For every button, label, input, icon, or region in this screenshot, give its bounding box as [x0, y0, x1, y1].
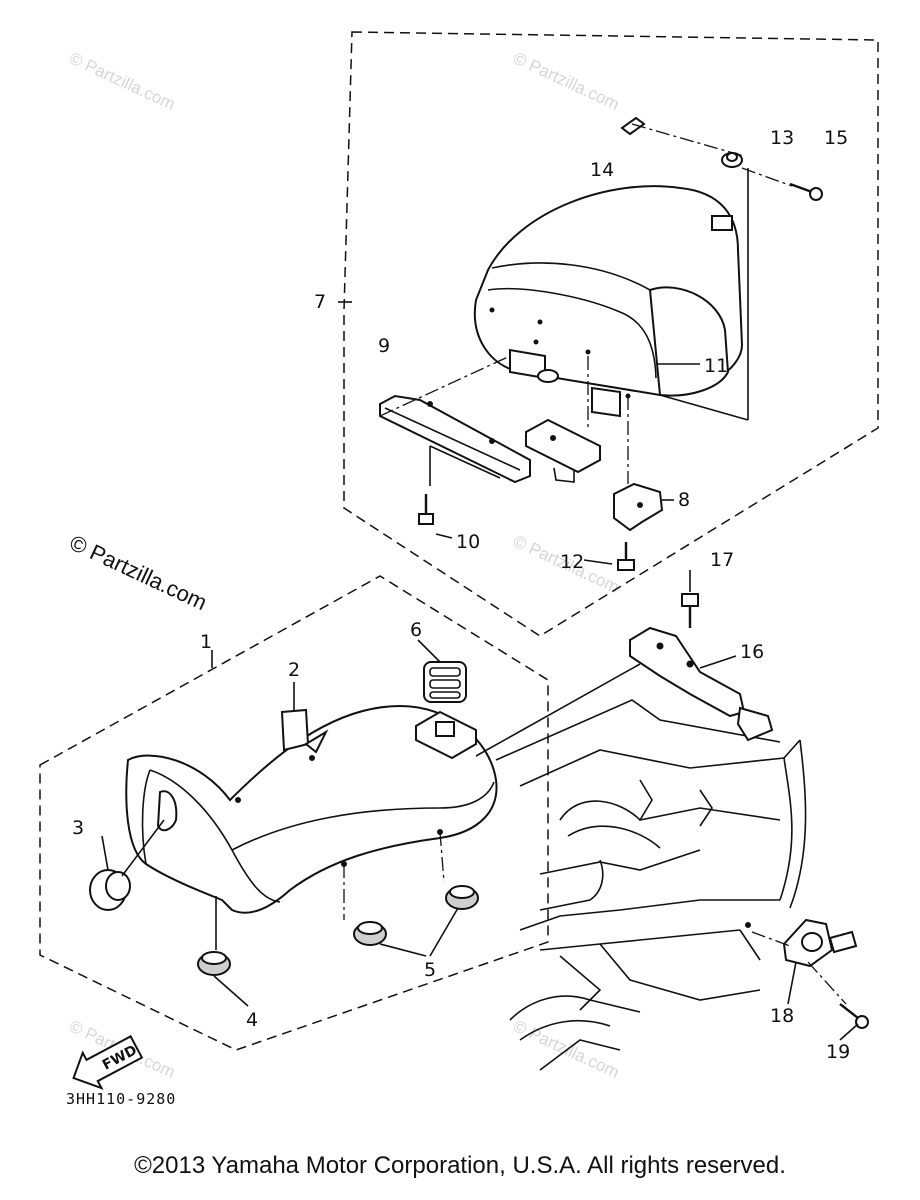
callout-4: 4	[246, 1009, 258, 1031]
part-4-damper	[197, 951, 231, 976]
callout-8: 8	[678, 489, 690, 511]
copyright-notice: ©2013 Yamaha Motor Corporation, U.S.A. A…	[134, 1152, 786, 1179]
watermark: © Partzilla.com	[66, 48, 178, 114]
callout-12: 12	[560, 551, 584, 573]
callout-3: 3	[72, 817, 84, 839]
callout-18: 18	[770, 1005, 794, 1027]
part-2-tab	[280, 708, 329, 754]
watermark: © Partzilla.com	[510, 1016, 622, 1082]
watermarks: © Partzilla.com © Partzilla.com © Partzi…	[66, 48, 622, 1082]
callout-14: 14	[590, 159, 614, 181]
part-12-bolt	[617, 542, 635, 571]
callout-1: 1	[200, 631, 212, 653]
diagram-part-code: 3HH110-9280	[66, 1090, 176, 1108]
callout-9: 9	[378, 335, 390, 357]
rear-leaders	[338, 123, 793, 565]
watermark: © Partzilla.com	[510, 48, 622, 114]
part-18-lock	[782, 918, 858, 968]
watermark-large: © Partzilla.com	[66, 530, 211, 615]
callout-2: 2	[288, 659, 300, 681]
front-leaders	[101, 639, 641, 1007]
callouts: 1 2 3 4 5 6 7 8 9 10 11 12 13 14 15 16 1…	[72, 127, 850, 1063]
part-6-damper	[423, 661, 467, 703]
part-14-clip	[620, 116, 646, 136]
callout-7: 7	[314, 291, 326, 313]
part-15-screw	[789, 182, 823, 201]
callout-6: 6	[410, 619, 422, 641]
part-19-screw	[839, 1003, 869, 1029]
frame	[495, 699, 807, 1071]
parts-diagram: © Partzilla.com © Partzilla.com © Partzi…	[39, 31, 879, 1108]
callout-17: 17	[710, 549, 734, 571]
seat-hook-plate	[525, 418, 601, 483]
callout-16: 16	[740, 641, 764, 663]
part-5-damper	[445, 885, 479, 910]
part-8-bracket	[613, 482, 664, 532]
part-10-bolt	[418, 494, 434, 525]
callout-13: 13	[770, 127, 794, 149]
part-3-knob	[89, 869, 131, 911]
part-16-latch	[629, 626, 774, 742]
callout-19: 19	[826, 1041, 850, 1063]
front-seat	[125, 704, 498, 914]
callout-10: 10	[456, 531, 480, 553]
callout-5: 5	[424, 959, 436, 981]
right-leaders	[689, 570, 859, 1041]
part-9-rail	[379, 394, 531, 484]
callout-15: 15	[824, 127, 848, 149]
seat-hook-front	[415, 710, 477, 760]
callout-11: 11	[704, 355, 728, 377]
part-5-damper	[353, 921, 387, 946]
front-seat-assembly-boundary	[39, 575, 549, 1051]
part-17-bolt	[681, 593, 699, 628]
rear-seat	[473, 185, 744, 418]
